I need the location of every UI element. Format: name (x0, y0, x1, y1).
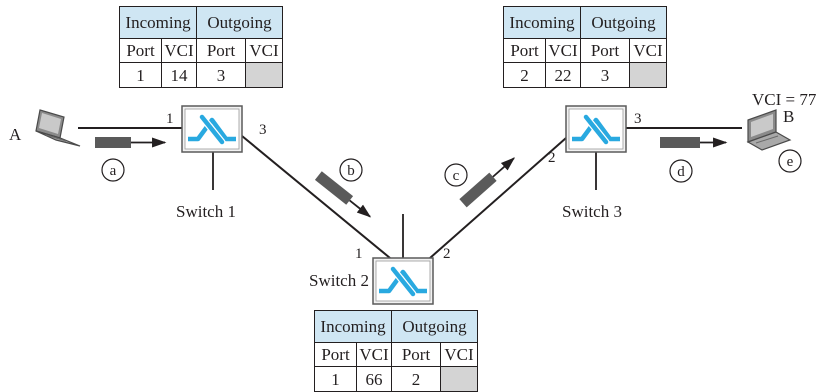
switch1-port-in: 1 (166, 111, 174, 127)
switch2-port-out: 2 (443, 246, 451, 262)
table-cell: 66 (356, 366, 392, 392)
incoming-header: Incoming (503, 6, 581, 39)
vci-note: VCI = 77 (752, 90, 817, 109)
column-header: VCI (245, 38, 283, 63)
frame-c (459, 157, 516, 208)
step-circle-c: c (444, 163, 468, 187)
switch1-label: Switch 1 (176, 202, 236, 221)
switch1-port-out: 3 (259, 122, 267, 138)
column-header: Port (196, 38, 246, 63)
column-header: VCI (356, 342, 392, 367)
step-circle-e: e (778, 149, 802, 173)
column-header: Port (314, 342, 357, 367)
step-circle-a: a (101, 158, 125, 182)
incoming-header: Incoming (119, 6, 197, 39)
step-circle-b: b (339, 158, 363, 182)
table-cell: 3 (196, 62, 246, 88)
table-cell: 1 (314, 366, 357, 392)
outgoing-header: Outgoing (391, 310, 478, 343)
frame-b (314, 171, 372, 218)
table-cell: 22 (545, 62, 581, 88)
column-header: Port (580, 38, 630, 63)
column-header: VCI (161, 38, 197, 63)
table-cell: 3 (580, 62, 630, 88)
switch3 (565, 105, 627, 153)
table-cell: 14 (161, 62, 197, 88)
switch3-vc-table: Incoming Outgoing Port VCI Port VCI 2 22… (503, 6, 667, 88)
switch2-vc-table: Incoming Outgoing Port VCI Port VCI 1 66… (314, 310, 478, 392)
link-switch1-switch2 (241, 135, 391, 259)
table-cell: 2 (503, 62, 546, 88)
column-header: VCI (545, 38, 581, 63)
host-b-label: B (783, 107, 794, 126)
blank-cell (629, 62, 667, 88)
switch1 (181, 105, 243, 153)
svg-text:d: d (677, 164, 685, 180)
svg-text:e: e (787, 154, 794, 170)
frame-d (660, 137, 728, 148)
frame-a (95, 137, 167, 148)
switch2 (372, 257, 434, 305)
svg-text:c: c (453, 168, 460, 184)
svg-text:a: a (110, 163, 117, 179)
switch2-label: Switch 2 (309, 271, 369, 290)
column-header: Port (119, 38, 162, 63)
blank-cell (245, 62, 283, 88)
incoming-header: Incoming (314, 310, 392, 343)
laptop-a-icon (35, 109, 81, 147)
column-header: Port (503, 38, 546, 63)
outgoing-header: Outgoing (196, 6, 283, 39)
switch2-port-in: 1 (355, 246, 363, 262)
outgoing-header: Outgoing (580, 6, 667, 39)
link-switch2-switch3 (429, 137, 567, 259)
svg-text:b: b (347, 163, 355, 179)
switch3-port-in: 2 (548, 150, 556, 166)
switch3-port-out: 3 (634, 111, 642, 127)
column-header: Port (391, 342, 441, 367)
table-cell: 2 (391, 366, 441, 392)
laptop-b-icon (746, 109, 792, 151)
column-header: VCI (440, 342, 478, 367)
switch3-label: Switch 3 (562, 202, 622, 221)
column-header: VCI (629, 38, 667, 63)
table-cell: 1 (119, 62, 162, 88)
switch1-vc-table: Incoming Outgoing Port VCI Port VCI 1 14… (119, 6, 283, 88)
host-a-label: A (9, 125, 22, 144)
step-circle-d: d (669, 159, 693, 183)
blank-cell (440, 366, 478, 392)
